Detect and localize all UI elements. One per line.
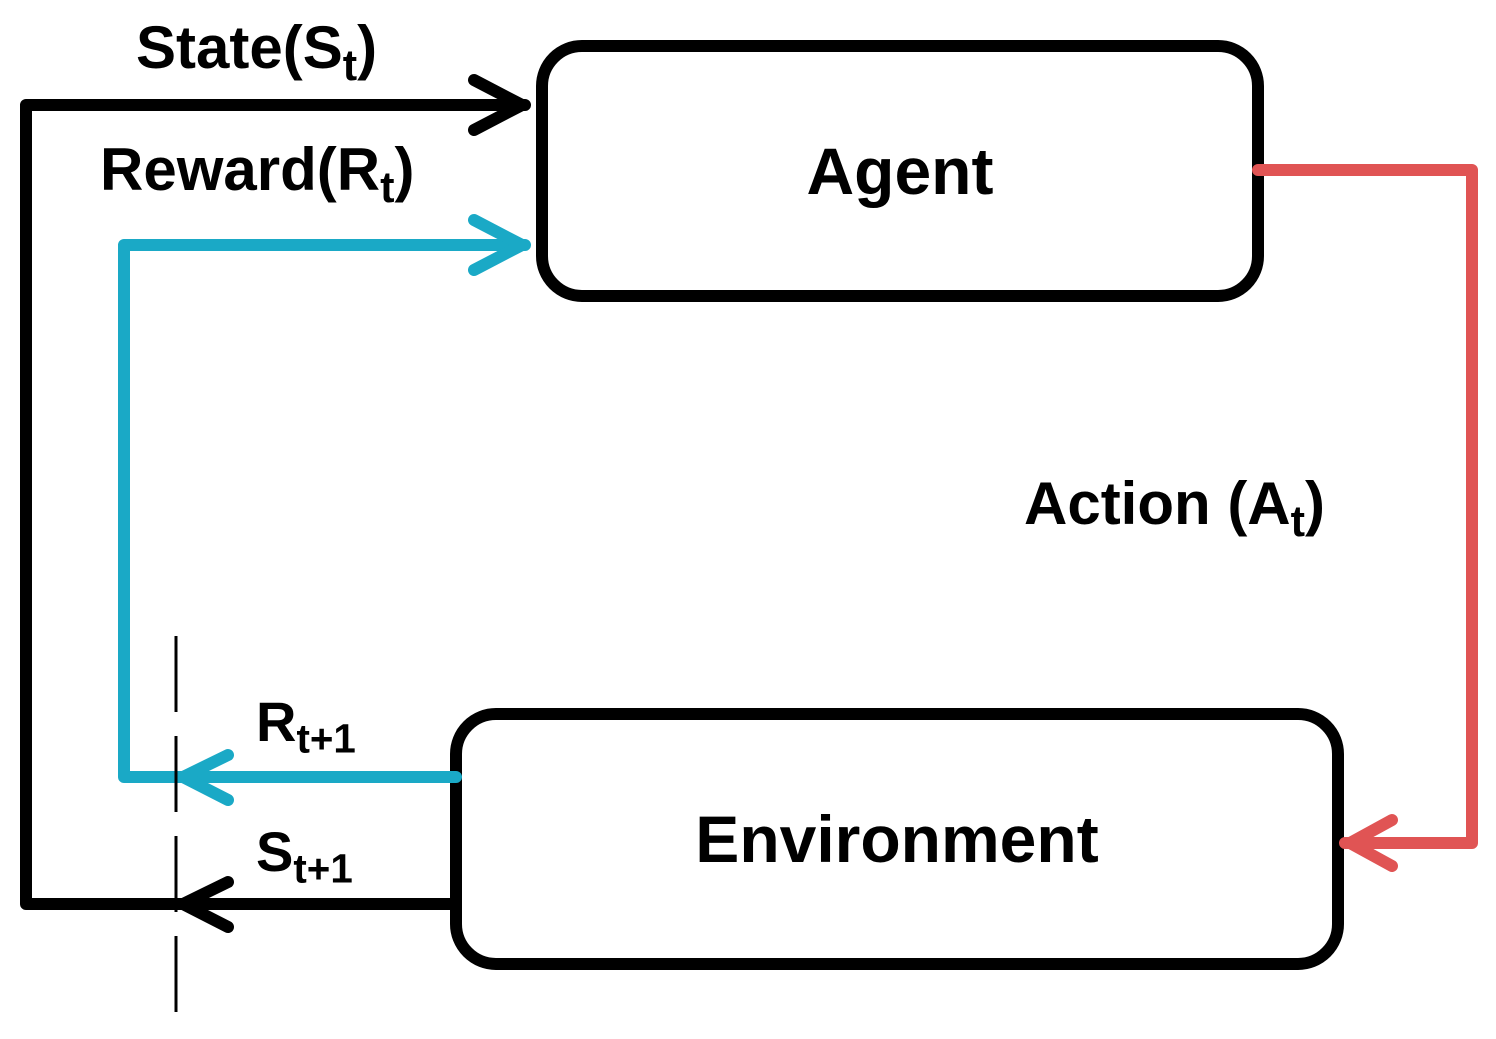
reward-label: Reward(Rt) — [100, 136, 415, 213]
environment-label: Environment — [695, 802, 1099, 876]
reward-arrow — [118, 214, 531, 806]
state-arrow — [20, 74, 531, 933]
next-state-label: St+1 — [256, 820, 353, 892]
action-label: Action (At) — [1024, 470, 1326, 547]
state-label: State(St) — [136, 14, 378, 91]
agent-label: Agent — [806, 134, 994, 208]
environment-box — [450, 708, 1344, 970]
next-reward-label: Rt+1 — [256, 690, 356, 762]
action-arrow — [1252, 164, 1478, 872]
